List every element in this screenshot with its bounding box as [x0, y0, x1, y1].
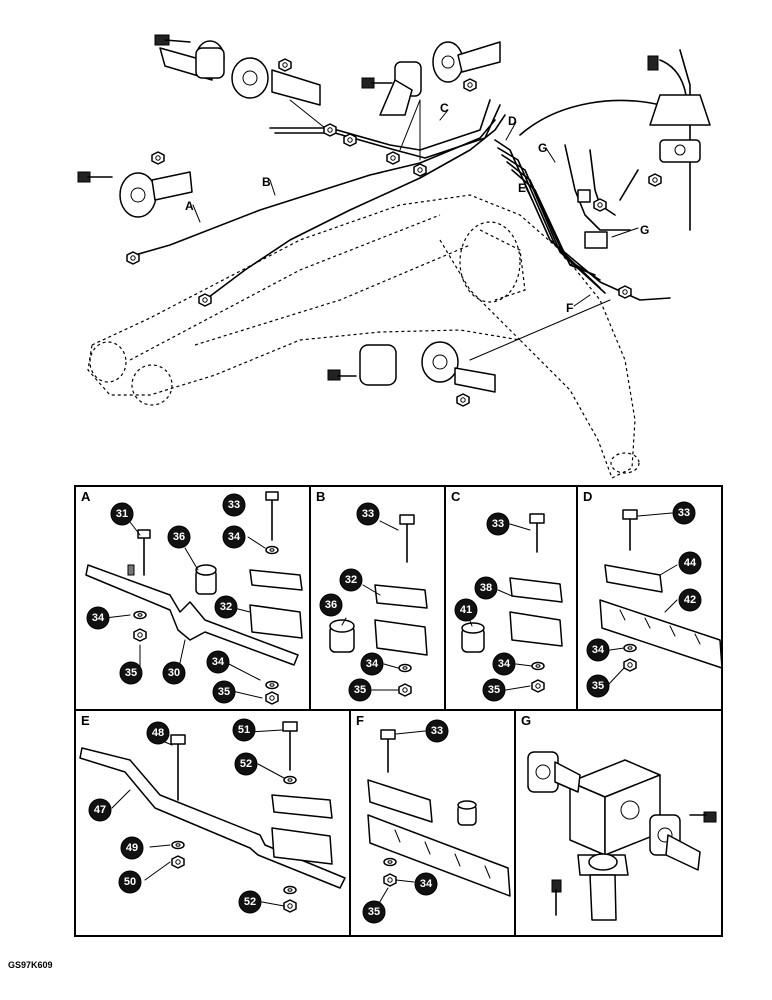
callout: 51 — [238, 724, 250, 736]
callout: 34 — [366, 658, 379, 670]
callout: 36 — [173, 531, 185, 543]
callout: 33 — [228, 499, 240, 511]
pipe-fittings — [126, 123, 662, 307]
panel-F: F 33 34 35 — [349, 709, 516, 937]
panel-C: C 33 38 41 34 35 — [444, 485, 578, 711]
drawing-code: GS97K609 — [8, 960, 53, 970]
panel-C-callouts: 33 38 41 34 35 — [454, 512, 516, 702]
panel-B: B 33 32 36 34 35 — [309, 485, 446, 711]
callout: 34 — [92, 612, 105, 624]
main-view: A B C D E G G F — [77, 34, 711, 479]
callout: 30 — [168, 667, 180, 679]
callout: 32 — [345, 574, 357, 586]
label-B: B — [262, 175, 271, 189]
callout: 33 — [678, 507, 690, 519]
panel-letter: A — [81, 489, 91, 504]
pipe-runs — [134, 49, 691, 361]
callout: 35 — [218, 686, 230, 698]
callout: 50 — [124, 876, 136, 888]
panel-letter: D — [583, 489, 592, 504]
panel-E-callouts: 48 51 52 47 49 50 52 — [88, 718, 262, 914]
panel-G: G — [514, 709, 723, 937]
callout: 34 — [212, 656, 225, 668]
main-view-labels: A B C D E G G F — [185, 101, 649, 315]
callout: 36 — [325, 599, 337, 611]
label-A: A — [185, 199, 194, 213]
label-F: F — [566, 301, 573, 315]
callout: 47 — [94, 804, 106, 816]
flange-group-top-center — [361, 41, 501, 116]
callout: 35 — [125, 667, 137, 679]
callout: 42 — [684, 594, 696, 606]
label-G-upper: G — [538, 141, 547, 155]
panel-E: E 48 51 52 47 49 50 52 — [74, 709, 351, 937]
panel-D: D 33 44 42 34 35 — [576, 485, 723, 711]
callout: 41 — [460, 604, 472, 616]
callout: 34 — [498, 658, 511, 670]
callout: 35 — [488, 684, 500, 696]
callout: 34 — [420, 878, 433, 890]
panel-letter: G — [521, 713, 531, 728]
callout: 33 — [362, 508, 374, 520]
callout: 33 — [492, 518, 504, 530]
label-G-right: G — [640, 223, 649, 237]
panel-letter: F — [356, 713, 364, 728]
panel-D-callouts: 33 44 42 34 35 — [586, 501, 702, 698]
panel-F-callouts: 33 34 35 — [362, 719, 449, 924]
callout: 52 — [240, 758, 252, 770]
callout: 35 — [368, 906, 380, 918]
flange-group-left — [77, 151, 193, 218]
label-D: D — [508, 114, 517, 128]
panel-A: A 31 33 36 34 32 34 30 35 34 35 — [74, 485, 311, 711]
callout: 49 — [126, 842, 138, 854]
label-C: C — [440, 101, 449, 115]
right-swivel-assembly — [647, 55, 711, 163]
callout: 34 — [592, 644, 605, 656]
callout: 32 — [220, 601, 232, 613]
panel-A-callouts: 31 33 36 34 32 34 30 35 34 35 — [86, 493, 246, 704]
callout: 35 — [354, 684, 366, 696]
callout: 34 — [228, 531, 241, 543]
panel-B-callouts: 33 32 36 34 35 — [319, 502, 384, 702]
panel-letter: E — [81, 713, 90, 728]
callout: 52 — [244, 896, 256, 908]
label-E: E — [518, 181, 526, 195]
panel-letter: C — [451, 489, 461, 504]
flange-group-bottom — [327, 341, 496, 407]
callout: 31 — [116, 508, 128, 520]
callout: 38 — [480, 582, 492, 594]
flange-group-top-left — [154, 34, 321, 106]
boom-outline — [87, 194, 640, 479]
panel-letter: B — [316, 489, 325, 504]
callout: 35 — [592, 680, 604, 692]
callout: 48 — [152, 727, 164, 739]
callout: 33 — [431, 725, 443, 737]
callout: 44 — [684, 557, 697, 569]
